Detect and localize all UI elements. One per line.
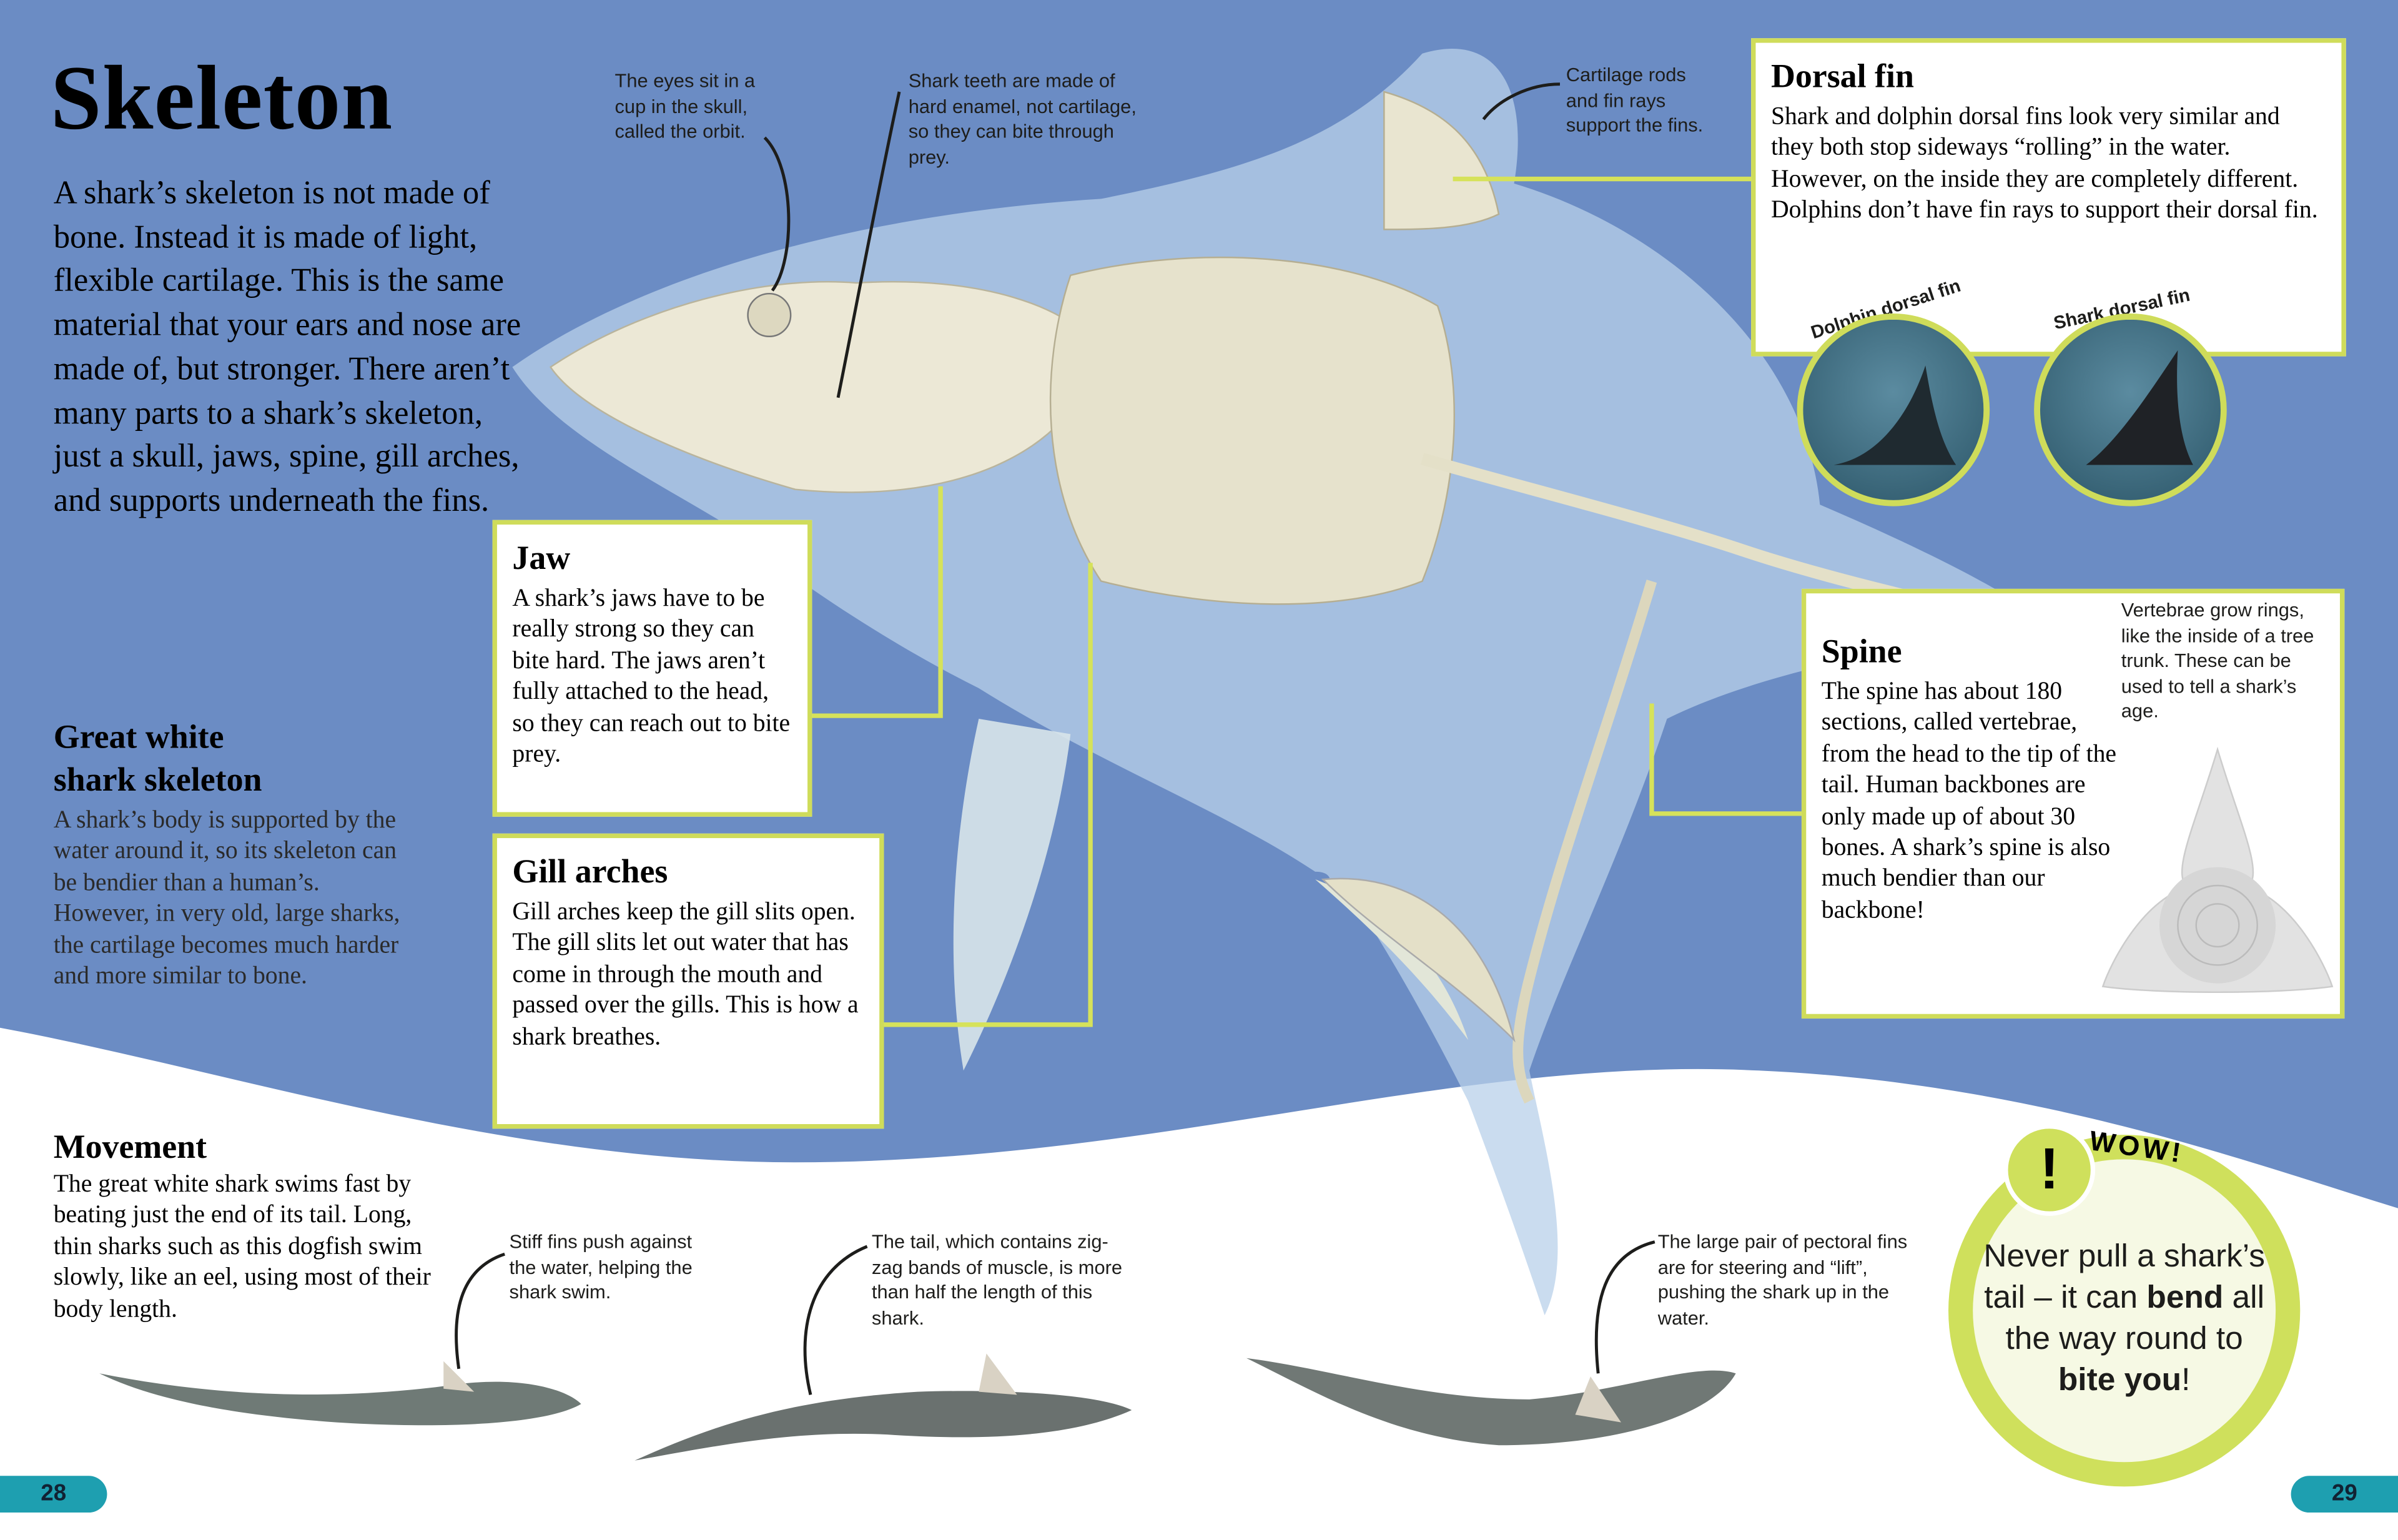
vertebra-illustration — [2101, 746, 2334, 994]
gill-heading: Gill arches — [512, 852, 668, 891]
gill-arches-box: Gill arches Gill arches keep the gill sl… — [492, 833, 884, 1129]
jaw-heading: Jaw — [512, 538, 571, 577]
shark-fin-photo — [2034, 313, 2227, 506]
jaw-body: A shark’s jaws have to be really strong … — [512, 584, 791, 768]
movement-note-fins: Stiff fins push against the water, helpi… — [509, 1231, 693, 1303]
page-number-left: 28 — [0, 1476, 107, 1513]
dogfish-2 — [634, 1353, 1132, 1461]
movement-heading: Movement — [53, 1127, 207, 1166]
jaw-box: Jaw A shark’s jaws have to be really str… — [492, 520, 812, 817]
spine-heading: Spine — [1821, 631, 1902, 670]
callout-vertebrae: Vertebrae grow rings, like the inside of… — [2121, 600, 2314, 722]
movement-note-tail: The tail, which contains zig-zag bands o… — [871, 1231, 1123, 1328]
movement-body: The great white shark swims fast by beat… — [53, 1170, 431, 1323]
dorsal-fin-box: Dorsal fin Shark and dolphin dorsal fins… — [1751, 38, 2346, 357]
dogfish-1 — [99, 1361, 581, 1426]
page-title: Skeleton — [50, 47, 393, 149]
movement-note-pectoral: The large pair of pectoral fins are for … — [1657, 1231, 1908, 1328]
wow-fact-text: Never pull a shark’s tail – it can bend … — [1983, 1238, 2266, 1398]
spine-box: Spine The spine has about 180 sections, … — [1801, 588, 2345, 1019]
great-white-body: A shark’s body is supported by the water… — [53, 806, 400, 990]
page-number-right: 29 — [2291, 1476, 2398, 1513]
callout-eyes: The eyes sit in a cup in the skull, call… — [614, 70, 756, 142]
dogfish-3 — [1246, 1358, 1736, 1446]
gill-body: Gill arches keep the gill slits open. Th… — [512, 897, 859, 1050]
intro-paragraph: A shark’s skeleton is not made of bone. … — [53, 174, 521, 519]
wow-fact-circle: Never pull a shark’s tail – it can bend … — [1948, 1135, 2301, 1487]
callout-cartilage: Cartilage rods and fin rays support the … — [1566, 64, 1704, 136]
callout-teeth: Shark teeth are made of hard enamel, not… — [908, 70, 1137, 168]
exclamation-icon: ! — [2003, 1124, 2096, 1216]
dorsal-heading: Dorsal fin — [1770, 56, 1914, 95]
great-white-heading: Great white shark skeleton — [53, 717, 262, 799]
dogfish-photos — [99, 1353, 1736, 1461]
spine-body: The spine has about 180 sections, called… — [1821, 677, 2117, 924]
dolphin-fin-photo — [1797, 313, 1990, 506]
dorsal-body: Shark and dolphin dorsal fins look very … — [1770, 102, 2318, 224]
